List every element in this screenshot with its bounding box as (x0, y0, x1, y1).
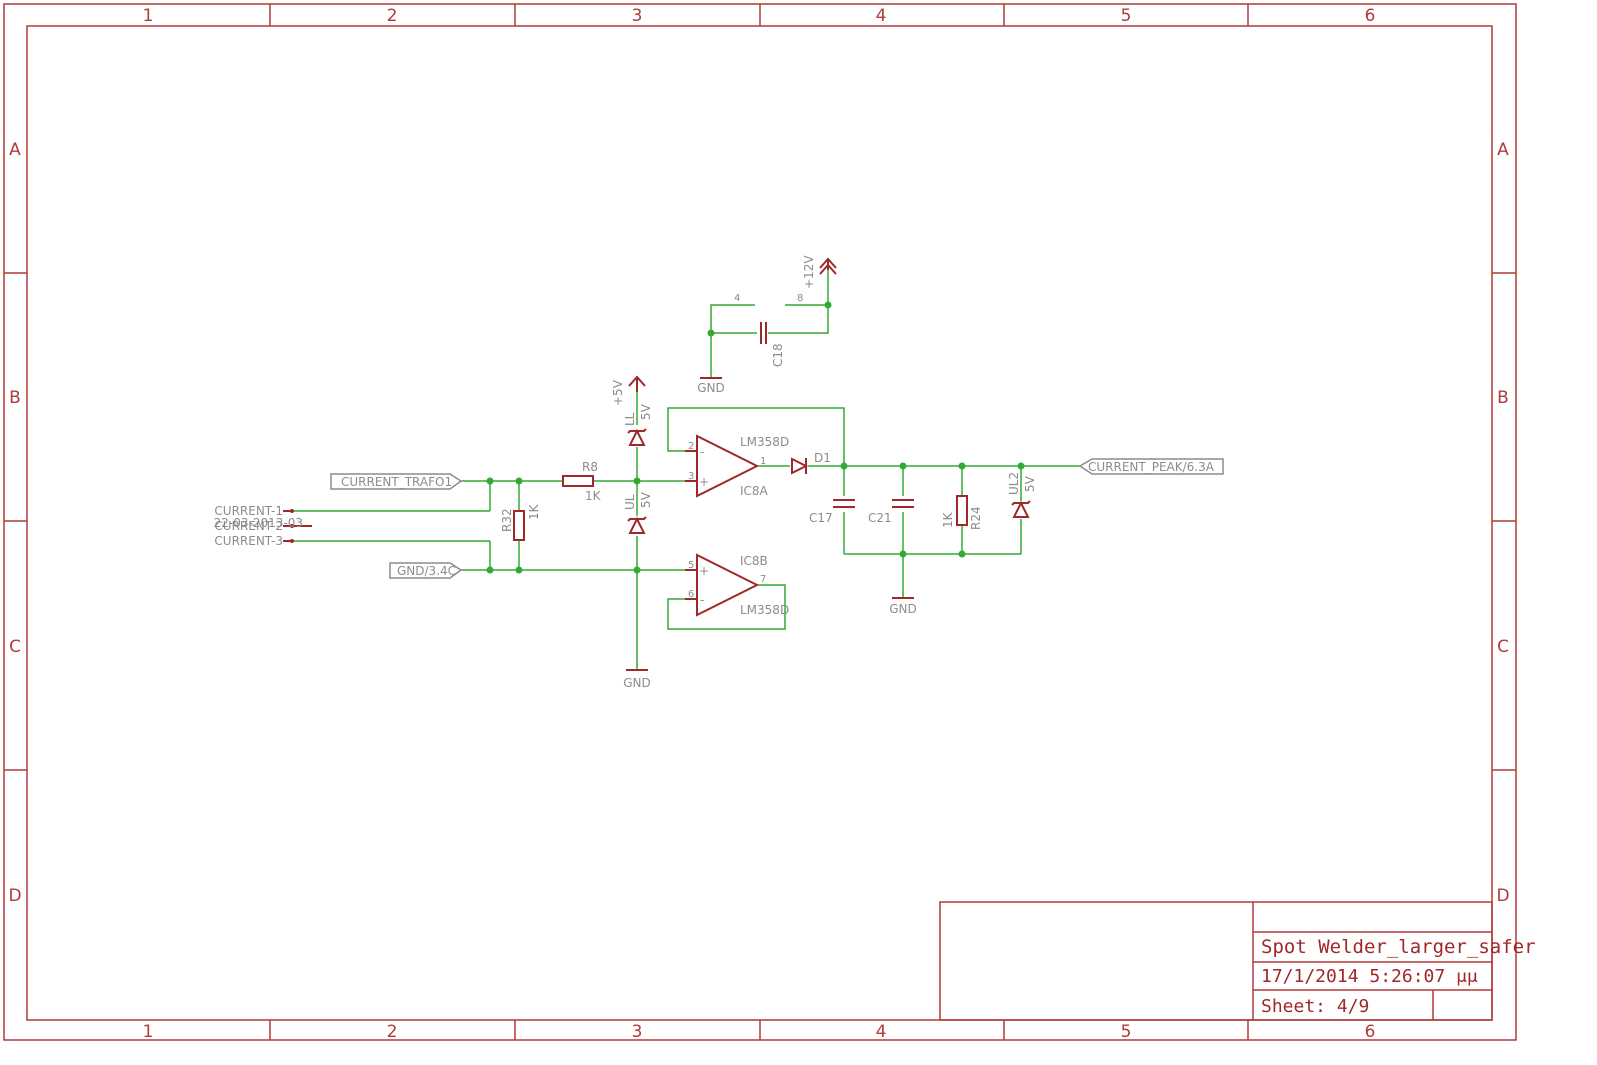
ic8a-minus: - (700, 445, 704, 459)
title-block-sheet: Sheet: 4/9 (1261, 996, 1369, 1017)
capacitor-c18 (760, 322, 767, 344)
c17-label: C17 (809, 511, 833, 525)
c18-label: C18 (771, 343, 785, 367)
resistor-r8 (562, 475, 594, 487)
capacitor-c17 (833, 499, 855, 508)
col-label-top: 6 (1365, 6, 1376, 26)
col-label-bottom: 2 (387, 1022, 398, 1042)
plus12v-symbol (819, 257, 837, 275)
net-label-gnd-ref: GND/3.4C (397, 564, 456, 578)
resistor-r24 (956, 495, 968, 526)
r32-label: R32 (500, 508, 514, 532)
pin-7-label: 7 (760, 574, 766, 585)
net-flag-gnd-ref: GND/3.4C (389, 562, 463, 579)
connector-overlap-note: 22-03-2013-03 (214, 516, 303, 530)
row-label-left: C (9, 637, 21, 657)
connector-label-current-1: CURRENT-1 (214, 504, 283, 518)
pin-3-label: 3 (688, 471, 694, 482)
capacitor-c21 (892, 499, 914, 508)
row-label-right: D (1496, 886, 1509, 906)
ic8a-plus: + (699, 475, 709, 489)
col-label-bottom: 6 (1365, 1022, 1376, 1042)
col-label-top: 4 (876, 6, 887, 26)
connector-current (283, 509, 312, 543)
col-label-top: 1 (143, 6, 154, 26)
pin-5-label: 5 (688, 560, 694, 571)
ul2-label: UL2 (1007, 472, 1021, 495)
gnd-label-c18: GND (697, 381, 725, 395)
net-flag-current-trafo: CURRENT_TRAFO1 (330, 473, 463, 490)
connector-label-current-2: CURRENT-2 (214, 519, 283, 533)
ul2-value: 5V (1023, 475, 1037, 492)
opamp-ic8b (685, 553, 760, 617)
title-block (939, 901, 1493, 1021)
plus12v-label: +12V (802, 255, 816, 289)
gnd-label-main: GND (623, 676, 651, 690)
col-label-bottom: 5 (1121, 1022, 1132, 1042)
drawing-frame (3, 3, 1517, 1041)
junctions (486, 301, 1025, 574)
ul-label: UL (623, 494, 637, 510)
col-label-top: 2 (387, 6, 398, 26)
plus5v-symbol (628, 375, 646, 392)
diode-d1 (791, 457, 809, 475)
pin-4-label: 4 (734, 293, 740, 304)
row-label-right: A (1497, 140, 1509, 160)
connector-label-current-3: CURRENT-3 (214, 534, 283, 548)
col-label-bottom: 4 (876, 1022, 887, 1042)
pin-2-label: 2 (688, 441, 694, 452)
resistor-r32 (513, 510, 525, 541)
c21-label: C21 (868, 511, 892, 525)
net-label-current-peak: CURRENT_PEAK/6.3A (1088, 460, 1215, 474)
row-label-left: B (9, 388, 21, 408)
pin-8-label: 8 (797, 293, 803, 304)
ll-value: 5V (639, 403, 653, 420)
ic8b-value: LM358D (740, 603, 789, 617)
r32-value: 1K (527, 503, 541, 520)
col-label-bottom: 1 (143, 1022, 154, 1042)
row-label-right: B (1497, 388, 1509, 408)
ic8b-plus: + (699, 564, 709, 578)
zener-ul (627, 516, 647, 534)
row-label-right: C (1497, 637, 1509, 657)
col-label-top: 5 (1121, 6, 1132, 26)
row-label-left: D (8, 886, 21, 906)
col-label-bottom: 3 (632, 1022, 643, 1042)
title-block-datetime: 17/1/2014 5:26:07 μμ (1261, 966, 1478, 987)
ul-value: 5V (639, 491, 653, 508)
opamp-ic8a (685, 434, 760, 498)
pin-6-label: 6 (688, 589, 694, 600)
r8-label: R8 (582, 460, 598, 474)
ic8b-minus: - (700, 593, 704, 607)
row-label-left: A (9, 140, 21, 160)
ic8a-value: LM358D (740, 435, 789, 449)
plus5v-label: +5V (611, 379, 625, 406)
d1-label: D1 (814, 451, 831, 465)
ic8a-label: IC8A (740, 484, 769, 498)
net-label-current-trafo: CURRENT_TRAFO1 (341, 475, 452, 489)
r24-label: R24 (969, 506, 983, 530)
ll-label: LL (623, 412, 637, 426)
col-label-top: 3 (632, 6, 643, 26)
net-flag-current-peak: CURRENT_PEAK/6.3A (1078, 458, 1224, 475)
zener-ul2 (1011, 500, 1031, 518)
ic8b-label: IC8B (740, 554, 768, 568)
r24-value: 1K (941, 511, 955, 528)
gnd-label-out: GND (889, 602, 917, 616)
pin-1-label: 1 (760, 456, 766, 467)
zener-ll (627, 428, 647, 446)
title-block-title: Spot Welder_larger_safer (1261, 936, 1536, 958)
wires (292, 270, 1080, 670)
r8-value: 1K (585, 489, 602, 503)
